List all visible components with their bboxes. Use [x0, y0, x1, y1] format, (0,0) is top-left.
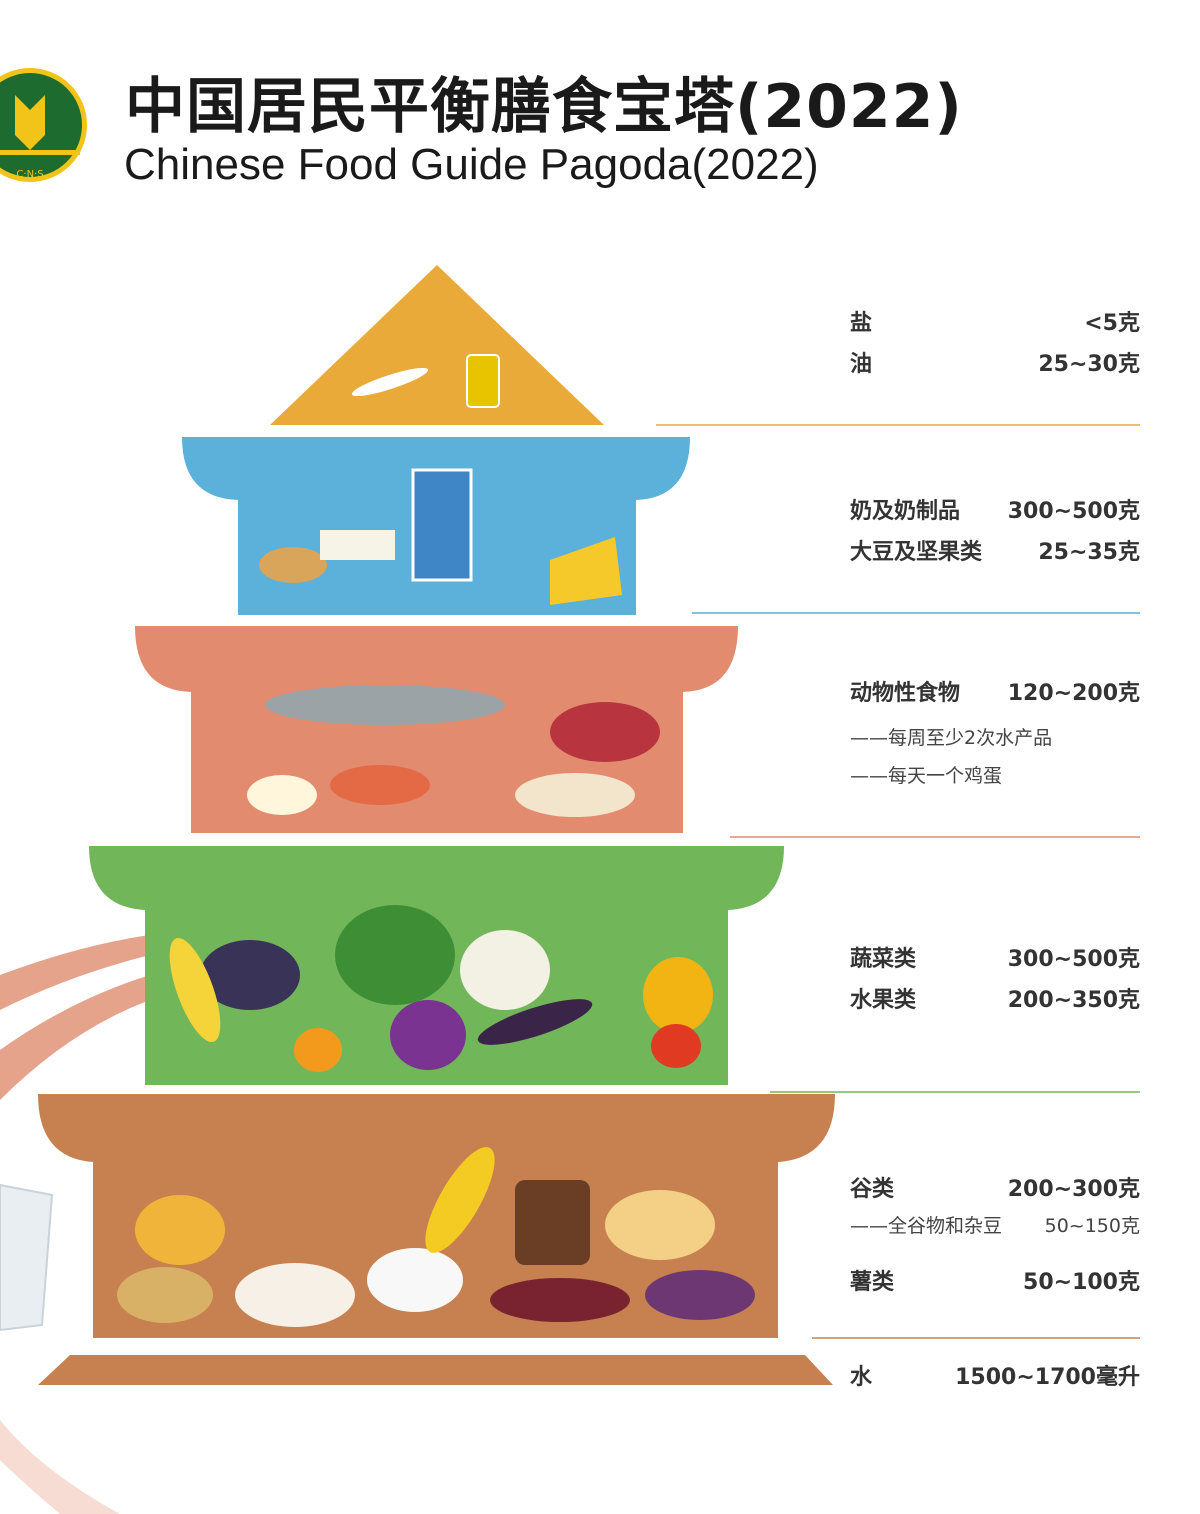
note-egg: ——每天一个鸡蛋 — [850, 765, 1003, 787]
potato-icon — [117, 1267, 213, 1323]
row-value: 200~350克 — [1007, 988, 1140, 1013]
row-value: 25~30克 — [1038, 352, 1140, 377]
level-row-oil: 油 25~30克 — [850, 346, 1140, 378]
row-value: <5克 — [1084, 311, 1140, 336]
row-value: 300~500克 — [1007, 499, 1140, 524]
decorative-arc — [0, 1420, 120, 1514]
level-row-dairy: 奶及奶制品 300~500克 — [850, 493, 1140, 525]
note-seafood: ——每周至少2次水产品 — [850, 727, 1053, 749]
row-value: 50~150克 — [1044, 1215, 1140, 1237]
water-glass-icon — [0, 1183, 54, 1332]
fish-icon — [265, 685, 505, 725]
shrimp-icon — [330, 765, 430, 805]
level-row-whole-grains: ——全谷物和杂豆 50~150克 — [850, 1211, 1140, 1238]
orange-icon — [294, 1028, 342, 1072]
rice-bowl-icon — [367, 1248, 463, 1312]
chicken-leg-icon — [515, 773, 635, 817]
row-label: 动物性食物 — [850, 681, 961, 706]
tier-oil-salt — [270, 265, 604, 425]
level-row-fruits: 水果类 200~350克 — [850, 982, 1140, 1014]
cauliflower-icon — [460, 930, 550, 1010]
row-label: 大豆及坚果类 — [850, 540, 983, 565]
egg-icon — [247, 775, 317, 815]
tofu-icon — [320, 530, 395, 560]
level-row-soy-nuts: 大豆及坚果类 25~35克 — [850, 534, 1140, 566]
row-value: 120~200克 — [1007, 681, 1140, 706]
row-label: 谷类 — [850, 1177, 895, 1202]
pepper-icon — [643, 957, 713, 1033]
oil-bottle-icon — [466, 354, 500, 408]
beans-icon — [490, 1278, 630, 1322]
milk-carton-icon — [411, 468, 473, 582]
meat-icon — [550, 702, 660, 762]
row-label: 盐 — [850, 311, 873, 336]
level-row-grains: 谷类 200~300克 — [850, 1171, 1140, 1203]
row-label: 油 — [850, 352, 873, 377]
salt-spoon-icon — [351, 367, 429, 397]
row-value: 50~100克 — [1023, 1270, 1140, 1295]
row-label: 水果类 — [850, 988, 917, 1013]
dumplings-icon — [235, 1263, 355, 1327]
row-value: 300~500克 — [1007, 947, 1140, 972]
row-value: 200~300克 — [1007, 1177, 1140, 1202]
decorative-arc — [0, 935, 150, 1010]
tomato-icon — [651, 1024, 701, 1068]
decorative-arc — [0, 975, 150, 1100]
page-title: 中国居民平衡膳食宝塔(2022) — [125, 72, 963, 142]
banana-icon — [169, 937, 221, 1043]
cheese-icon — [550, 537, 622, 605]
red-cabbage-icon — [390, 1000, 466, 1070]
cabbage-icon — [335, 905, 455, 1005]
grapes-icon — [200, 940, 300, 1010]
row-label: 奶及奶制品 — [850, 499, 961, 524]
row-label: ——全谷物和杂豆 — [850, 1215, 1003, 1237]
level-row-salt: 盐 <5克 — [850, 305, 1140, 337]
cns-logo: C·N·S — [0, 68, 87, 182]
whole-grain-bread-icon — [515, 1180, 590, 1265]
svg-text:C·N·S: C·N·S — [16, 169, 43, 180]
row-value: 1500~1700毫升 — [955, 1365, 1140, 1390]
level-row-animal: 动物性食物 120~200克 — [850, 675, 1140, 707]
row-label: 水 — [850, 1365, 873, 1390]
soybeans-icon — [259, 547, 327, 583]
eggplant-icon — [477, 999, 593, 1045]
level-row-tubers: 薯类 50~100克 — [850, 1264, 1140, 1296]
crackers-icon — [605, 1190, 715, 1260]
level-row-vegetables: 蔬菜类 300~500克 — [850, 941, 1140, 973]
page-subtitle: Chinese Food Guide Pagoda(2022) — [124, 140, 819, 189]
level-row-water: 水 1500~1700毫升 — [850, 1359, 1140, 1391]
row-label: 薯类 — [850, 1270, 895, 1295]
tier-water-base — [38, 1355, 833, 1385]
row-value: 25~35克 — [1038, 540, 1140, 565]
corn-bread-icon — [135, 1195, 225, 1265]
corn-icon — [425, 1147, 495, 1253]
sweet-potato-icon — [645, 1270, 755, 1320]
row-label: 蔬菜类 — [850, 947, 917, 972]
